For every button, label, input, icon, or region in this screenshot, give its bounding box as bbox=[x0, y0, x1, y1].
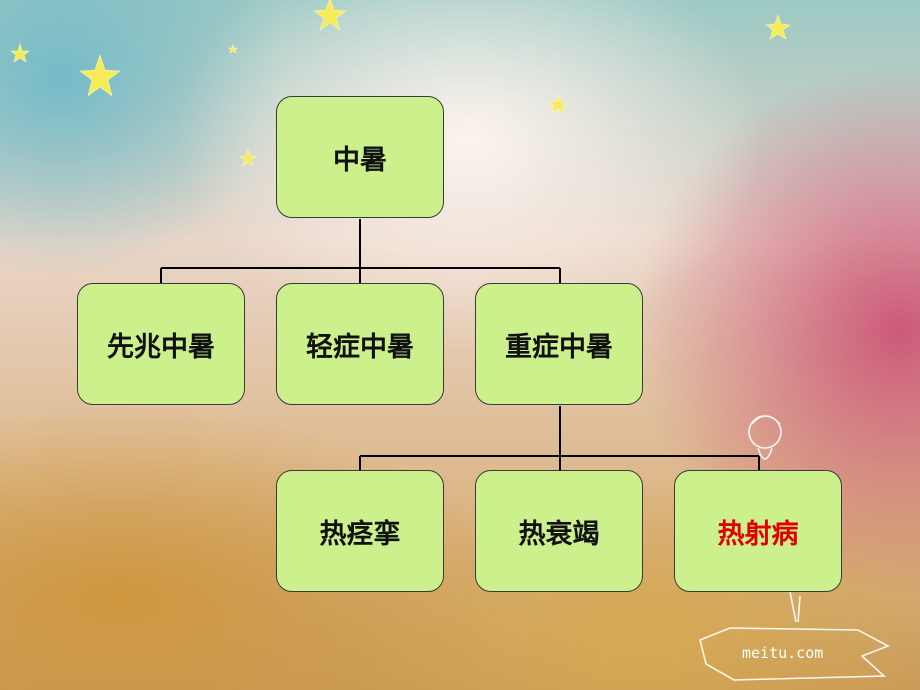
star-icon bbox=[765, 14, 791, 40]
star-icon bbox=[313, 0, 347, 31]
node-heat-exhaustion: 热衰竭 bbox=[475, 470, 643, 592]
watermark-text: meitu.com bbox=[742, 644, 824, 662]
star-icon bbox=[228, 44, 238, 54]
node-mild-heatstroke: 轻症中暑 bbox=[276, 283, 444, 405]
node-heat-stroke-highlight: 热射病 bbox=[674, 470, 842, 592]
star-icon bbox=[10, 42, 30, 63]
watermark-doodle bbox=[699, 415, 890, 681]
node-heatstroke-root: 中暑 bbox=[276, 96, 444, 218]
node-severe-heatstroke: 重症中暑 bbox=[475, 283, 643, 405]
node-heat-cramps: 热痉挛 bbox=[276, 470, 444, 592]
star-icon bbox=[239, 149, 257, 167]
star-icon bbox=[79, 54, 121, 97]
node-prodromal-heatstroke: 先兆中暑 bbox=[77, 283, 245, 405]
star-icon bbox=[548, 93, 568, 114]
